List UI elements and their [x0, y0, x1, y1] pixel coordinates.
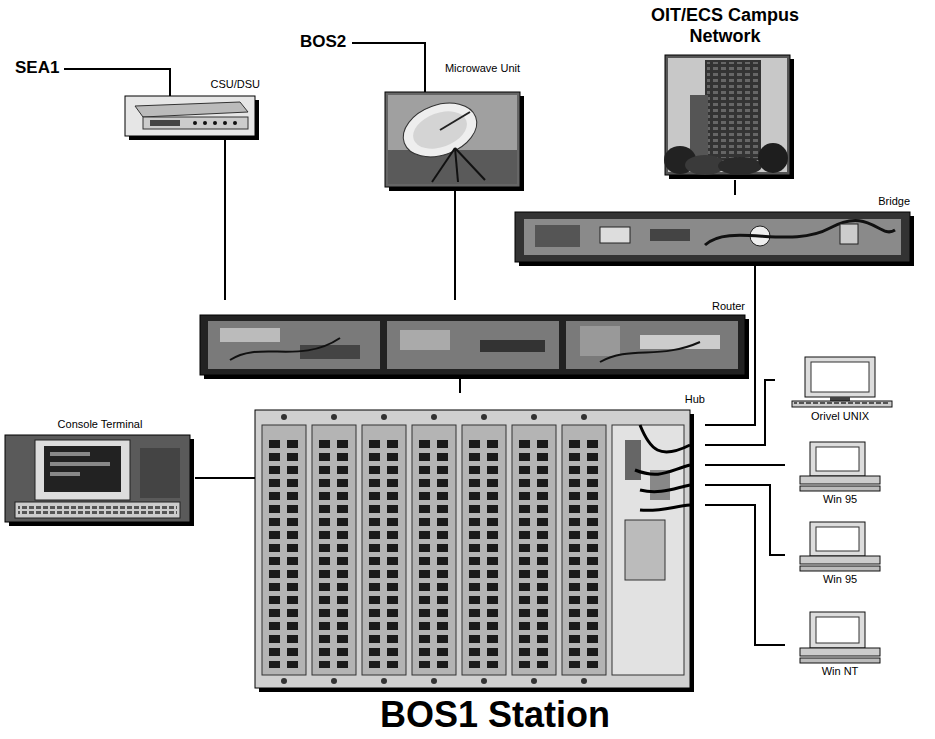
pc-picture — [800, 612, 880, 663]
network-link — [705, 262, 755, 425]
pc-picture — [800, 442, 880, 491]
link-name: BOS2 — [300, 32, 346, 52]
workstation: Win 95 — [785, 440, 895, 507]
bridge-picture — [515, 212, 914, 266]
device-label: Microwave Unit — [440, 62, 525, 75]
csu-dsu-device: CSU/DSU — [120, 78, 260, 140]
network-link — [224, 140, 226, 300]
router-device: Router — [200, 300, 745, 375]
device-label: Console Terminal — [5, 418, 195, 431]
workstation: Win NT — [785, 610, 895, 680]
router-picture — [200, 315, 749, 379]
wan-line — [64, 43, 425, 96]
device-label: CSU/DSU — [200, 78, 260, 91]
workstation-picture — [792, 357, 892, 407]
device-label: Bridge — [810, 195, 910, 208]
network-link — [195, 477, 255, 479]
device-label: Hub — [650, 393, 705, 406]
workstation: Win 95 — [785, 520, 895, 587]
diagram-title: BOS1 Station — [280, 694, 710, 736]
network-link — [705, 380, 775, 445]
console-terminal: Console Terminal — [5, 418, 195, 522]
network-link — [705, 464, 785, 466]
microwave-picture — [385, 92, 524, 191]
campus-network: OIT/ECS Campus Network — [600, 5, 850, 180]
pc-picture — [800, 522, 880, 571]
link-name: SEA1 — [15, 58, 59, 78]
device-label: Win 95 — [785, 493, 895, 506]
bridge-device: Bridge — [515, 195, 910, 262]
network-link — [705, 485, 785, 555]
network-link — [705, 505, 785, 645]
console-picture — [5, 435, 194, 526]
csu-dsu-picture — [125, 96, 259, 140]
network-link — [454, 187, 456, 300]
network-link — [459, 375, 461, 393]
network-link — [734, 180, 736, 195]
device-label: Router — [645, 300, 745, 313]
hub-device: Hub — [255, 393, 705, 688]
microwave-unit: Microwave Unit — [385, 62, 525, 187]
workstation: Orivel UNIX — [775, 355, 905, 425]
hub-picture — [255, 410, 694, 692]
device-label: OIT/ECS Campus Network — [635, 5, 815, 47]
device-label: Win 95 — [785, 573, 895, 586]
device-label: Win NT — [785, 665, 895, 678]
device-label: Orivel UNIX — [775, 410, 905, 423]
building-picture — [664, 55, 794, 179]
